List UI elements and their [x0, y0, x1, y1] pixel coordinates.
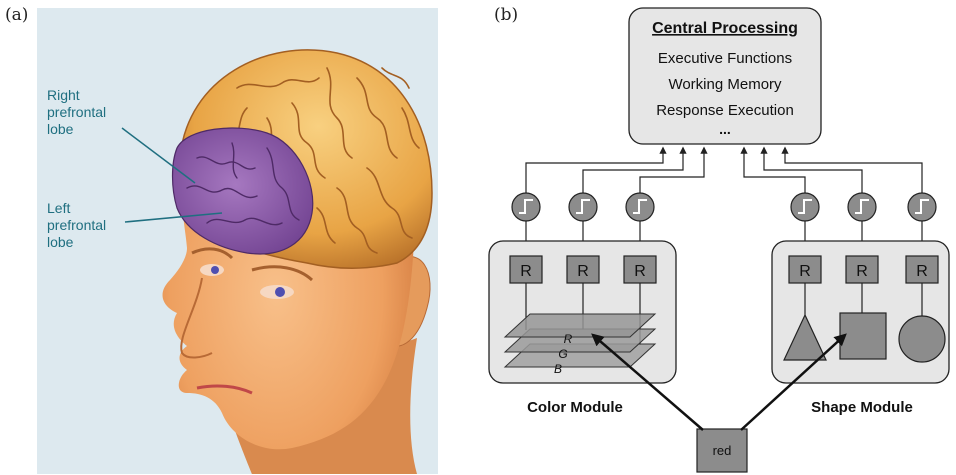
left-iris [211, 266, 219, 274]
color-r-unit-label: R [520, 263, 532, 280]
red-plane [505, 314, 655, 337]
left-prefrontal-label-2: prefrontal [47, 217, 106, 233]
color-r-unit-label: R [634, 263, 646, 280]
module-architecture-diagram: Central Processing Executive Functions W… [475, 0, 956, 475]
left-prefrontal-label-3: lobe [47, 234, 74, 250]
connections-to-central [526, 148, 922, 193]
square-shape [840, 313, 886, 359]
shape-r-unit-label: R [799, 263, 811, 280]
shape-r-unit-label: R [856, 263, 868, 280]
input-red-label: red [713, 443, 732, 458]
working-memory-line: Working Memory [668, 76, 782, 93]
color-module-label: Color Module [527, 399, 623, 416]
plane-label-g: G [558, 347, 567, 361]
ellipsis-line: ... [719, 121, 731, 137]
right-iris [275, 287, 285, 297]
central-processing-title: Central Processing [652, 20, 798, 37]
panel-a-label: (a) [5, 5, 28, 25]
plane-label-b: B [554, 362, 562, 376]
right-prefrontal-label-2: prefrontal [47, 104, 106, 120]
executive-functions-line: Executive Functions [658, 50, 792, 67]
brain-head-illustration: Right prefrontal lobe Left prefrontal lo… [37, 8, 438, 474]
plane-label-r: R [564, 332, 573, 346]
right-prefrontal-label-3: lobe [47, 121, 74, 137]
shape-module-label: Shape Module [811, 399, 913, 416]
response-execution-line: Response Execution [656, 102, 794, 119]
circle-shape [899, 316, 945, 362]
left-prefrontal-label-1: Left [47, 200, 70, 216]
right-prefrontal-label-1: Right [47, 87, 80, 103]
rgb-planes [505, 314, 655, 367]
shape-r-unit-label: R [916, 263, 928, 280]
color-r-unit-label: R [577, 263, 589, 280]
